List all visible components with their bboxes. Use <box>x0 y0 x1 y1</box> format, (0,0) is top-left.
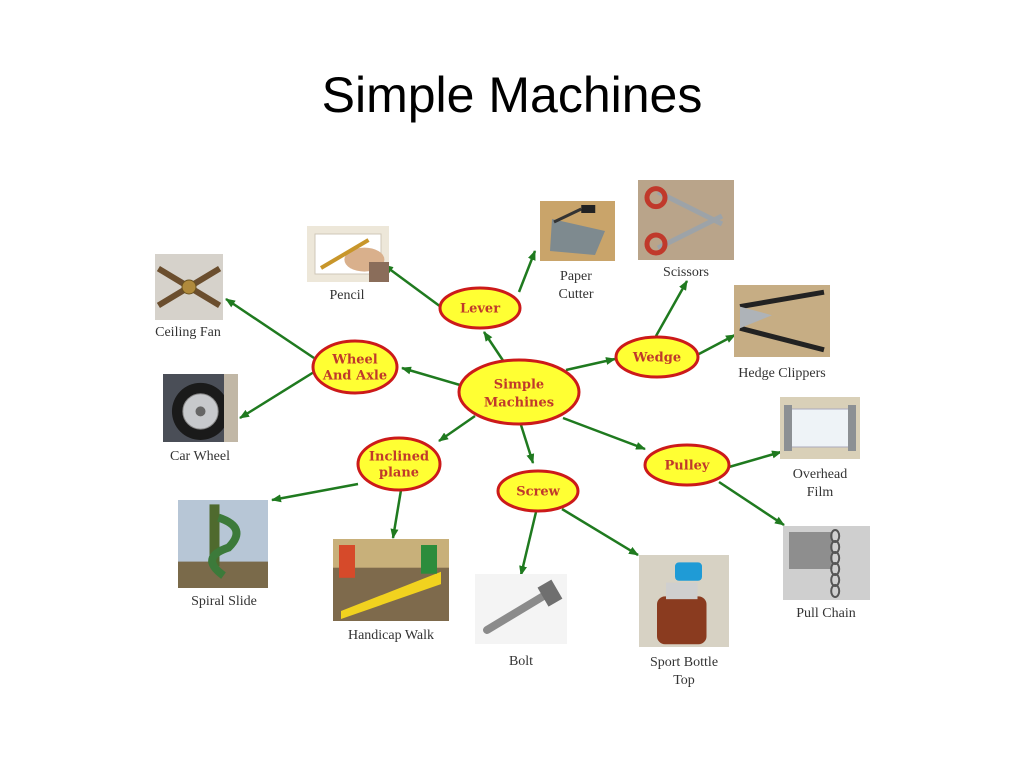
example-label-paper-cutter: Paper <box>560 269 592 284</box>
ceiling-fan-icon <box>155 254 223 320</box>
example-label-pull-chain: Pull Chain <box>796 606 856 621</box>
slide-title: Simple Machines <box>321 67 703 123</box>
machine-node-pulley-label: Pulley <box>665 459 710 474</box>
machine-node-pulley <box>643 443 731 487</box>
ovals-layer <box>311 286 731 513</box>
example-label-overhead-film: Overhead <box>793 467 847 482</box>
hedge-clippers-icon <box>734 285 830 357</box>
example-label-car-wheel: Car Wheel <box>170 449 230 464</box>
sport-bottle-icon <box>639 555 729 647</box>
machine-node-wedge-label: Wedge <box>632 351 681 366</box>
arrow-lever-to-pencil <box>383 263 442 309</box>
arrow-pulley-to-pull-chain <box>718 480 785 527</box>
machine-node-wedge <box>614 335 700 379</box>
machine-node-wheel-and-axle <box>311 339 399 395</box>
overhead-film-icon <box>780 397 860 459</box>
machine-node-lever <box>438 286 522 330</box>
example-label-scissors: Scissors <box>663 265 709 280</box>
center-node-label: Simple <box>494 377 544 392</box>
example-label-pencil: Pencil <box>330 288 365 303</box>
machine-node-inclined-plane-label: plane <box>379 466 419 481</box>
center-node <box>457 358 581 426</box>
arrow-wheel-and-axle-to-car-wheel <box>239 370 315 420</box>
handicap-walk-icon <box>333 539 449 621</box>
spiral-slide-icon <box>178 500 268 588</box>
arrow-center-to-inclined-plane <box>438 414 476 443</box>
arrow-center-to-wheel-and-axle <box>401 366 461 387</box>
arrow-inclined-plane-to-handicap-walk <box>390 489 403 539</box>
arrow-center-to-lever <box>482 331 506 363</box>
example-label-paper-cutter: Cutter <box>559 287 594 302</box>
example-label-hedge-clippers: Hedge Clippers <box>738 366 825 381</box>
arrow-pulley-to-overhead-film <box>728 450 782 469</box>
example-label-handicap-walk: Handicap Walk <box>348 628 434 643</box>
arrow-wedge-to-scissors <box>654 280 689 337</box>
arrow-center-to-wedge <box>565 357 616 372</box>
arrow-screw-to-bolt <box>519 511 538 576</box>
arrows-layer <box>225 250 785 576</box>
example-label-overhead-film: Film <box>807 485 834 500</box>
pull-chain-icon <box>783 526 870 600</box>
example-label-spiral-slide: Spiral Slide <box>191 594 257 609</box>
arrow-wedge-to-hedge-clippers <box>696 333 736 357</box>
arrow-wheel-and-axle-to-ceiling-fan <box>225 297 315 360</box>
bolt-icon <box>475 574 567 644</box>
arrow-center-to-pulley <box>562 416 646 451</box>
machine-node-inclined-plane-label: Inclined <box>369 450 429 465</box>
machine-node-wheel-and-axle-label: And Axle <box>322 369 387 384</box>
machine-node-wheel-and-axle-label: Wheel <box>331 353 378 368</box>
machine-node-lever-label: Lever <box>460 302 500 317</box>
arrow-center-to-screw <box>519 424 535 464</box>
machine-node-inclined-plane <box>356 436 442 492</box>
machine-node-screw <box>496 469 580 513</box>
images-layer <box>155 180 870 647</box>
arrow-lever-to-paper-cutter <box>517 250 537 293</box>
example-label-sport-bottle-top: Sport Bottle <box>650 655 718 670</box>
car-wheel-icon <box>163 374 238 442</box>
arrow-screw-to-sport-bottle-top <box>561 507 639 557</box>
example-label-bolt: Bolt <box>509 654 533 669</box>
scissors-icon <box>638 180 734 260</box>
example-label-sport-bottle-top: Top <box>673 673 695 688</box>
machine-node-screw-label: Screw <box>516 485 560 500</box>
center-node-label: Machines <box>484 395 554 410</box>
pencil-icon <box>307 226 389 282</box>
paper-cutter-icon <box>540 201 615 261</box>
example-label-ceiling-fan: Ceiling Fan <box>155 325 221 340</box>
arrow-inclined-plane-to-spiral-slide <box>271 482 359 503</box>
